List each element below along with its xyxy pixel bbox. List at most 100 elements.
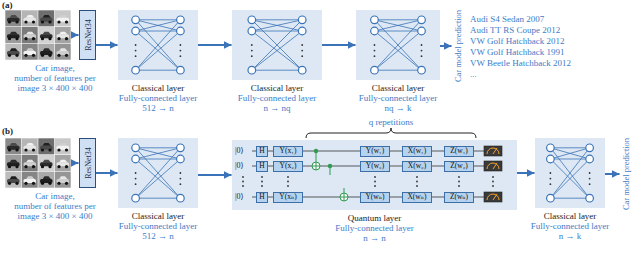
- flow-arrow: [198, 44, 232, 46]
- ellipsis-dot: [135, 55, 137, 57]
- panel-letter: (b): [2, 126, 13, 137]
- ellipsis-dot: [251, 55, 253, 57]
- ellipsis-dot: [550, 183, 552, 185]
- flow-arrow: [96, 172, 118, 174]
- layer-caption: Fully-connected layer: [359, 93, 438, 103]
- ellipsis-dot: [261, 181, 263, 183]
- weight-line: [252, 20, 302, 31]
- layer-caption: Quantum layer: [335, 213, 414, 223]
- ellipsis-dot: [135, 172, 137, 174]
- flow-arrow: [198, 174, 232, 176]
- neuron: [298, 27, 306, 35]
- image-caption: number of features per image 3 × 400 × 4…: [5, 201, 105, 221]
- ellipsis-dot: [421, 55, 423, 57]
- weight-line: [136, 148, 181, 198]
- photo-tile: [38, 44, 54, 60]
- car-wheel: [65, 148, 68, 151]
- car-photo-grid: [5, 138, 71, 188]
- car-roof: [26, 160, 35, 163]
- ellipsis-dot: [416, 181, 418, 183]
- ellipsis-dot: [421, 44, 423, 46]
- photo-tile: [38, 138, 54, 154]
- car-wheel: [24, 165, 27, 168]
- class-name: ...: [470, 69, 477, 80]
- car-wheel: [57, 54, 60, 57]
- layer-caption: Classical layer: [531, 211, 610, 221]
- caption-block: Car image,number of features per image 3…: [5, 63, 105, 93]
- photo-tile: [38, 155, 54, 171]
- photo-tile: [22, 27, 38, 43]
- neuron: [371, 16, 379, 24]
- neuron: [177, 66, 185, 74]
- neuron: [248, 66, 256, 74]
- weight-line: [374, 20, 421, 70]
- car-wheel: [57, 37, 60, 40]
- car-wheel: [57, 182, 60, 185]
- ellipsis-dot: [492, 181, 494, 183]
- neuron: [177, 144, 185, 152]
- image-node: Car image,number of features per image 3…: [5, 10, 71, 60]
- layer-caption: Fully-connected layer: [119, 93, 198, 103]
- photo-tile: [5, 10, 21, 26]
- car-wheel: [32, 20, 35, 23]
- meter-symbol: [484, 192, 502, 202]
- ellipsis-dot: [180, 44, 182, 46]
- layer-caption: Classical layer: [359, 83, 438, 93]
- weight-line: [550, 148, 589, 198]
- ellipsis-dot: [589, 178, 591, 180]
- weight-line: [136, 198, 181, 199]
- meter-symbol: [484, 146, 502, 156]
- weight-line: [136, 31, 181, 70]
- ket-label: |0⟩: [235, 161, 244, 171]
- car-wheel: [8, 165, 11, 168]
- photo-tile: [55, 10, 71, 26]
- gate-label: Z(w₁): [450, 147, 468, 155]
- neuron: [298, 66, 306, 74]
- backbone-name: ResNet34: [83, 147, 92, 179]
- neuron: [547, 144, 555, 152]
- car-wheel: [32, 165, 35, 168]
- car-roof: [26, 15, 35, 18]
- weight-line: [136, 159, 181, 198]
- flow-arrow: [605, 173, 620, 175]
- layer-caption: Classical layer: [119, 211, 198, 221]
- car-wheel: [41, 20, 44, 23]
- gate-box: H: [256, 146, 268, 157]
- network-drawing: [535, 138, 605, 208]
- weight-line: [550, 147, 589, 148]
- ellipsis-dot: [261, 185, 263, 187]
- neuron: [177, 27, 185, 35]
- car-wheel: [32, 148, 35, 151]
- gate-box: Y(w₂): [360, 161, 390, 172]
- car-roof: [26, 143, 35, 146]
- gate-box: X(w₂): [402, 161, 432, 172]
- weight-line: [374, 20, 421, 31]
- car-roof: [10, 32, 19, 35]
- car-roof: [59, 15, 68, 18]
- photo-tile: [38, 172, 54, 188]
- photo-tile: [5, 155, 21, 171]
- resnet-box: ResNet34: [79, 10, 96, 60]
- gate-label: Y(w₁): [366, 147, 384, 155]
- neuron: [418, 27, 426, 35]
- car-wheel: [65, 182, 68, 185]
- neuron: [177, 155, 185, 163]
- weight-line: [252, 20, 302, 70]
- car-wheel: [15, 20, 18, 23]
- gate-box: Y(x₁): [273, 146, 303, 157]
- layer-panel: Classical layerFully-connected layern → …: [535, 138, 605, 208]
- caption-block: Classical layerFully-connected layern → …: [531, 211, 610, 241]
- ellipsis-dot: [180, 50, 182, 52]
- car-wheel: [15, 54, 18, 57]
- neuron: [586, 155, 594, 163]
- layer-caption: 512 → n: [119, 103, 198, 113]
- layer-caption: Fully-connected layer: [238, 93, 317, 103]
- backbone-name: ResNet34: [83, 19, 92, 51]
- photo-tile: [22, 10, 38, 26]
- ellipsis-dot: [492, 185, 494, 187]
- layer-panel: Classical layerFully-connected layernq →…: [356, 10, 440, 80]
- ellipsis-dot: [180, 178, 182, 180]
- image-caption: number of features per image 3 × 400 × 4…: [5, 73, 105, 93]
- class-name: VW Golf Hatchback 1991: [470, 47, 565, 58]
